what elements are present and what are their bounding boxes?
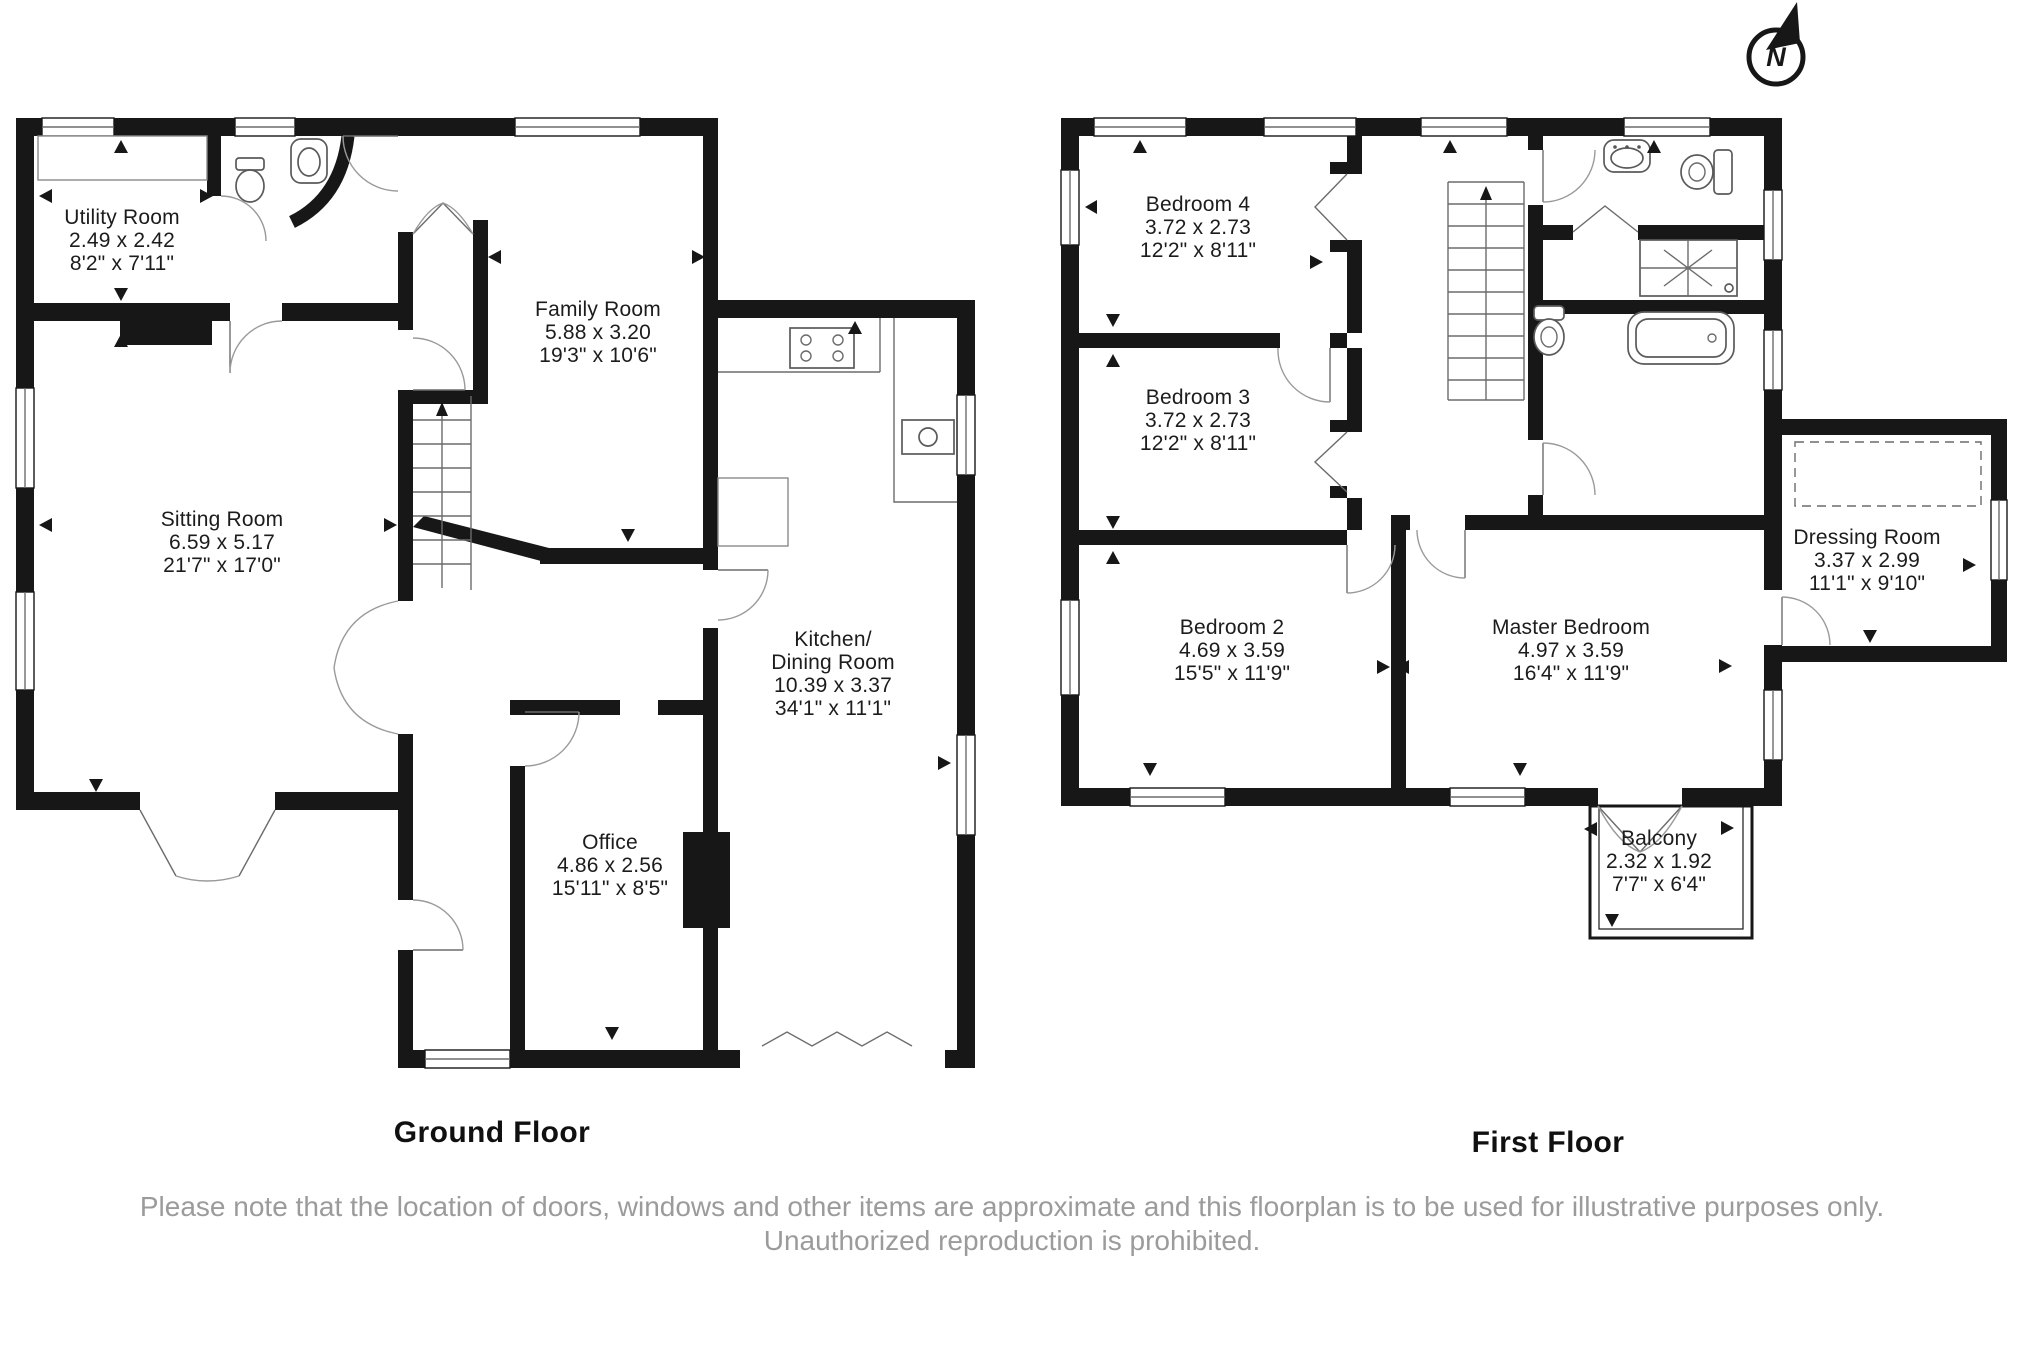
room-size-metric: 6.59 x 5.17 — [168, 531, 276, 554]
bathroom2-door-arc — [1542, 442, 1596, 496]
room-label-balcony: Balcony 2.32 x 1.92 7'7" x 6'4" — [1519, 827, 1799, 896]
balcony-doors — [1597, 805, 1683, 853]
room-label-bedroom3: Bedroom 3 3.72 x 2.73 12'2" x 8'11" — [1058, 386, 1338, 455]
room-label-kitchen: Kitchen/ Dining Room 10.39 x 3.37 34'1" … — [693, 628, 973, 720]
bedroom2-door-arc — [1346, 544, 1396, 594]
room-size-metric: 2.49 x 2.42 — [68, 229, 176, 252]
room-size-metric: 4.97 x 3.59 — [1517, 639, 1625, 662]
fireplace — [120, 321, 212, 345]
toilet-icon — [1713, 149, 1733, 195]
room-size-metric: 3.72 x 2.73 — [1144, 409, 1252, 432]
bathroom-door-arc — [1542, 149, 1596, 203]
utility-door-arc — [229, 320, 283, 374]
stairs-up-arrow — [1480, 186, 1492, 200]
bedroom4-door-arc — [1277, 347, 1331, 403]
first-fixtures — [1533, 139, 1982, 507]
room-name: Balcony — [1620, 827, 1698, 850]
bifold-doors — [761, 1031, 913, 1047]
ground-floor-plan — [15, 117, 976, 1069]
north-arrow-pointer — [1766, 2, 1800, 50]
first-floor-title: First Floor — [1471, 1126, 1625, 1159]
wardrobe-rail — [1794, 441, 1982, 507]
room-name: Bedroom 2 — [1179, 616, 1285, 639]
room-label-family: Family Room 5.88 x 3.20 19'3" x 10'6" — [458, 298, 738, 367]
kitchen-island — [717, 477, 789, 547]
master-door-arc — [1416, 529, 1466, 579]
wc-door-arc — [220, 195, 267, 242]
ground-stairs — [413, 396, 472, 590]
room-size-metric: 4.69 x 3.59 — [1178, 639, 1286, 662]
family-double-doors — [412, 201, 474, 235]
first-doors — [1277, 149, 1831, 853]
room-size-metric: 3.37 x 2.99 — [1813, 549, 1921, 572]
room-size-imperial: 16'4" x 11'9" — [1512, 662, 1630, 685]
room-label-master: Master Bedroom 4.97 x 3.59 16'4" x 11'9" — [1431, 616, 1711, 685]
room-size-metric: 2.32 x 1.92 — [1605, 850, 1713, 873]
north-arrow — [1746, 2, 1806, 87]
room-size-imperial: 15'5" x 11'9" — [1173, 662, 1291, 685]
room-size-metric: 5.88 x 3.20 — [544, 321, 652, 344]
room-name: Office — [582, 831, 638, 854]
first-windows — [1060, 117, 2008, 807]
first-floor-plan — [1060, 117, 2008, 940]
room-label-dressing: Dressing Room 3.37 x 2.99 11'1" x 9'10" — [1727, 526, 2007, 595]
cooker-icon — [789, 327, 855, 369]
bedroom4-closet-doors — [1314, 173, 1348, 241]
first-markers — [1085, 140, 1976, 927]
room-name: Bedroom 4 — [1145, 193, 1251, 216]
bedroom3-closet-doors — [1313, 431, 1348, 493]
kitchen-door-arc — [717, 569, 769, 621]
room-name: Kitchen/ — [794, 628, 872, 651]
room-name: Bedroom 3 — [1145, 386, 1251, 409]
hall-door-arc — [412, 337, 466, 391]
ground-fixtures — [37, 135, 957, 547]
room-size-imperial: 34'1" x 11'1" — [774, 697, 892, 720]
room-size-metric: 4.86 x 2.56 — [556, 854, 664, 877]
office-door-arc — [524, 711, 580, 767]
balcony-structure — [1588, 804, 1754, 940]
room-label-bedroom4: Bedroom 4 3.72 x 2.73 12'2" x 8'11" — [1058, 193, 1338, 262]
room-label-utility: Utility Room 2.49 x 2.42 8'2" x 7'11" — [0, 206, 262, 275]
dressing-door-arc — [1781, 596, 1831, 646]
sitting-opening-arcs — [333, 600, 399, 735]
room-name-2: Dining Room — [771, 651, 895, 674]
room-size-imperial: 21'7" x 17'0" — [163, 554, 281, 577]
room-name: Sitting Room — [160, 508, 284, 531]
front-door-arc — [342, 135, 399, 192]
room-size-metric: 10.39 x 3.37 — [774, 674, 892, 697]
room-label-office: Office 4.86 x 2.56 15'11" x 8'5" — [470, 831, 750, 900]
toilet-icon — [1533, 305, 1565, 321]
french-doors — [139, 809, 276, 877]
ground-windows — [15, 117, 976, 1069]
room-size-imperial: 11'1" x 9'10" — [1808, 572, 1926, 595]
wc-toilet-icon — [235, 157, 265, 171]
kitchen-counter — [718, 318, 881, 373]
room-size-imperial: 8'2" x 7'11" — [69, 252, 175, 275]
room-name: Utility Room — [64, 206, 180, 229]
room-size-imperial: 19'3" x 10'6" — [539, 344, 657, 367]
utility-worktop — [37, 135, 208, 181]
room-size-imperial: 12'2" x 8'11" — [1139, 432, 1257, 455]
room-size-imperial: 7'7" x 6'4" — [1611, 873, 1706, 896]
room-label-bedroom2: Bedroom 2 4.69 x 3.59 15'5" x 11'9" — [1092, 616, 1372, 685]
shower-room-doors — [1572, 205, 1639, 233]
ground-doors — [139, 135, 913, 1047]
first-stairs — [1447, 181, 1525, 401]
ground-markers — [39, 140, 951, 1040]
room-name: Family Room — [535, 298, 661, 321]
room-name: Dressing Room — [1793, 526, 1941, 549]
disclaimer-text: Please note that the location of doors, … — [139, 1191, 1885, 1256]
room-size-imperial: 12'2" x 8'11" — [1139, 239, 1257, 262]
north-letter: N — [1766, 41, 1786, 72]
ground-floor-title: Ground Floor — [393, 1116, 591, 1149]
side-door-arc — [412, 899, 464, 951]
chimney-breast — [683, 832, 730, 928]
room-size-imperial: 15'11" x 8'5" — [551, 877, 669, 900]
room-label-sitting: Sitting Room 6.59 x 5.17 21'7" x 17'0" — [82, 508, 362, 577]
room-name: Master Bedroom — [1491, 616, 1651, 639]
room-size-metric: 3.72 x 2.73 — [1144, 216, 1252, 239]
stairs-up-arrow — [436, 402, 448, 416]
